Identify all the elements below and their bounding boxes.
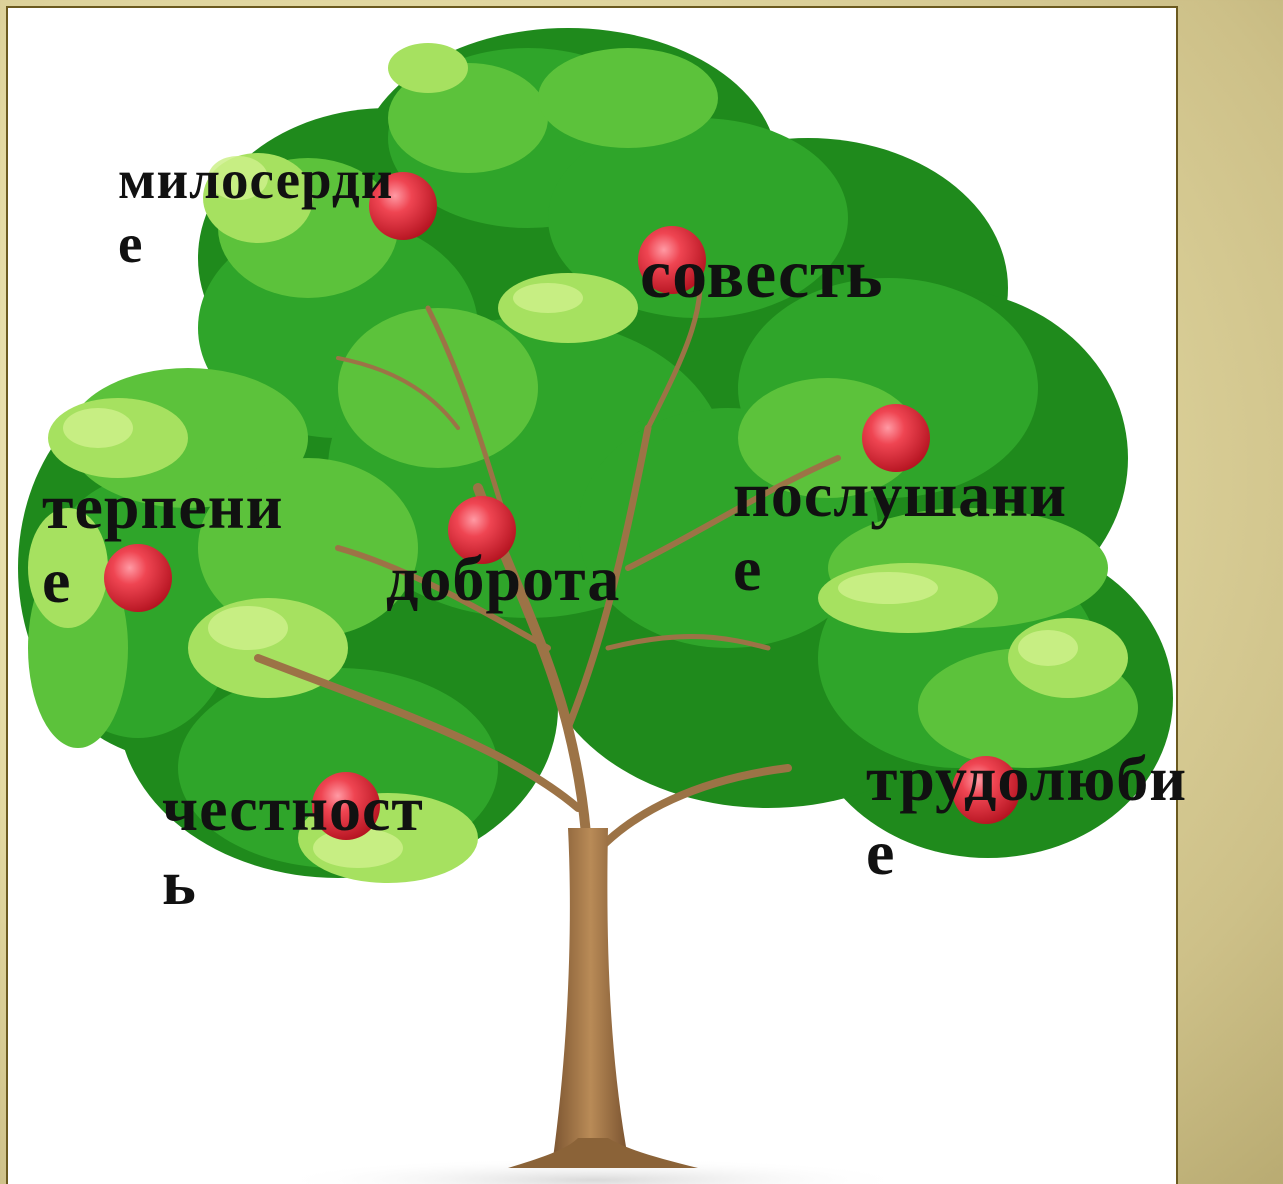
label-poslushanie-line-2: е [733, 532, 1067, 606]
label-dobrota: доброта [386, 542, 620, 616]
tree-trunk [553, 828, 628, 1158]
label-chestnost-line-1: честност [162, 772, 424, 846]
label-trudolyubie-line-1: трудолюби [866, 742, 1187, 816]
label-poslushanie-line-1: послушани [733, 458, 1067, 532]
label-poslushanie: послушани е [733, 458, 1067, 606]
label-miloserdie-line-1: милосерди [118, 148, 393, 212]
label-sovest-line-1: совесть [640, 234, 884, 315]
label-trudolyubie-line-2: е [866, 816, 1187, 890]
label-chestnost-line-2: ь [162, 846, 424, 920]
label-terpenie-line-1: терпени [42, 470, 283, 544]
label-chestnost: честност ь [162, 772, 424, 920]
trunk-roots [508, 1138, 698, 1168]
label-sovest: совесть [640, 234, 884, 315]
label-terpenie-line-2: е [42, 544, 283, 618]
label-dobrota-line-1: доброта [386, 542, 620, 616]
label-miloserdie: милосерди е [118, 148, 393, 276]
label-terpenie: терпени е [42, 470, 283, 618]
label-trudolyubie: трудолюби е [866, 742, 1187, 890]
label-miloserdie-line-2: е [118, 212, 393, 276]
